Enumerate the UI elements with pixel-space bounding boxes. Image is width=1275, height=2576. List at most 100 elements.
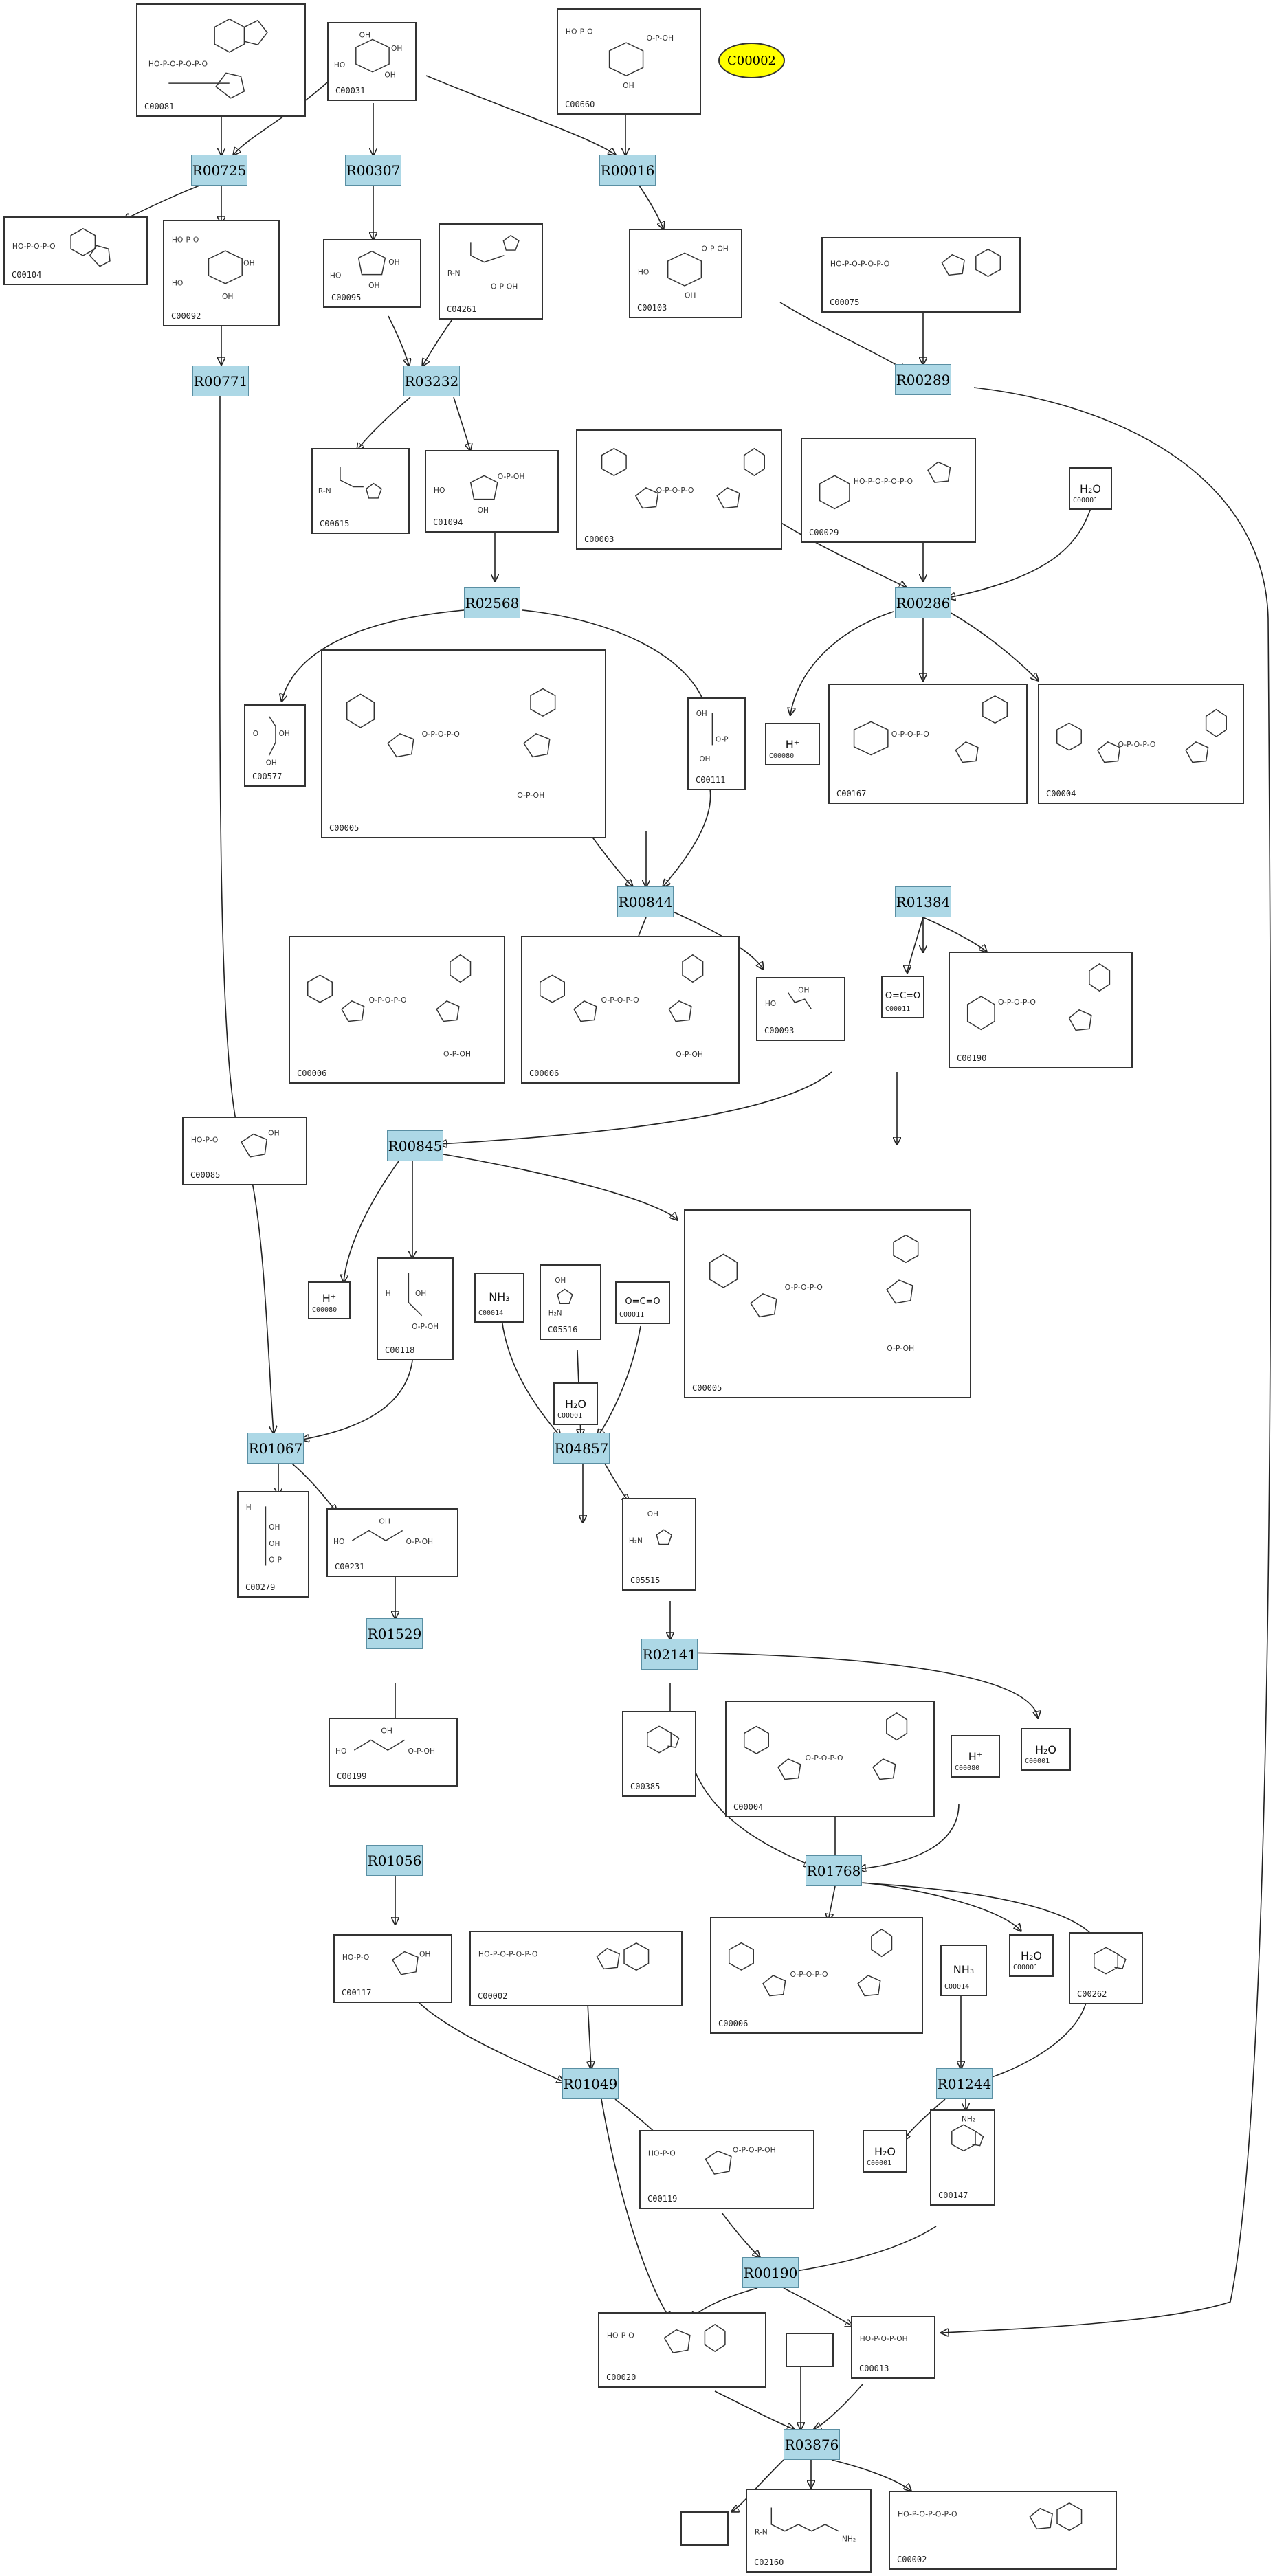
compound-box[interactable]: H₂O C00001 <box>1021 1728 1071 1771</box>
svg-text:O-P-OH: O-P-OH <box>676 1050 703 1059</box>
svg-text:H₂N: H₂N <box>629 1537 643 1545</box>
reaction-node[interactable]: R01244 <box>936 2068 993 2099</box>
svg-text:OH: OH <box>685 291 696 300</box>
compound-box[interactable]: HO-P-O-P-OH C00013 <box>851 2316 935 2379</box>
compound-box[interactable]: H⁺ C00080 <box>308 1281 351 1319</box>
compound-box[interactable]: HO-P-O-P-O-P-O C00081 <box>136 3 306 117</box>
reaction-node[interactable]: R00286 <box>895 587 951 618</box>
compound-box[interactable]: HO-P-O-P-O-P-O C00002 <box>889 2491 1117 2570</box>
compound-box[interactable]: H₂O C00001 <box>1009 1934 1054 1977</box>
compound-box[interactable]: HO-P-O-P-O-P-O C00075 <box>821 237 1021 313</box>
structure-icon <box>647 1725 680 1754</box>
reaction-label: R00844 <box>618 893 673 910</box>
compound-box[interactable]: C00262 <box>1069 1932 1143 2004</box>
compound-box[interactable]: O-P-O-P-O C00006 <box>710 1917 923 2034</box>
compound-box[interactable]: O-P-O-P-O C00003 <box>576 429 782 550</box>
reaction-node[interactable]: R01384 <box>895 886 951 917</box>
compound-id: C00001 <box>557 1412 583 1420</box>
svg-text:OH: OH <box>477 506 489 515</box>
compound-box[interactable]: H₂O C00001 <box>553 1382 598 1425</box>
structure-icon: O-P-O-P-OO-P-OH <box>539 954 704 1059</box>
compound-box[interactable]: HO-P-O-P-O-P-O C00002 <box>469 1931 683 2006</box>
compound-box[interactable]: H⁺ C00080 <box>765 723 820 765</box>
reaction-node[interactable]: R00845 <box>387 1130 443 1161</box>
reaction-node[interactable]: R00771 <box>192 366 249 396</box>
reaction-node[interactable]: R01529 <box>366 1618 423 1649</box>
compound-box[interactable]: O-P-O-P-O C00004 <box>725 1701 935 1817</box>
edge <box>828 1885 836 1920</box>
compound-box[interactable]: O=C=O C00011 <box>615 1281 670 1324</box>
reaction-node[interactable]: R01056 <box>366 1845 423 1876</box>
svg-text:HO-P-O: HO-P-O <box>607 2331 634 2340</box>
svg-text:HO-P-O: HO-P-O <box>648 2149 676 2158</box>
compound-id: C00031 <box>335 86 366 96</box>
reaction-label: R00771 <box>193 372 248 390</box>
compound-box[interactable]: H₂O C00001 <box>863 2130 907 2173</box>
compound-box[interactable]: O-P-O-P-O C00004 <box>1038 684 1244 804</box>
compound-box[interactable]: R-N C00615 <box>311 448 410 534</box>
reaction-node[interactable]: R00289 <box>895 364 951 395</box>
compound-box[interactable]: NH₃ C00014 <box>474 1273 524 1323</box>
compound-box[interactable] <box>786 2333 834 2367</box>
compound-box[interactable]: H⁺ C00080 <box>951 1735 1000 1778</box>
structure-icon: HO-P-O-P-O-P-O <box>819 461 951 510</box>
compound-box[interactable]: NH₃ C00014 <box>940 1945 987 1996</box>
reaction-node[interactable]: R04857 <box>553 1433 610 1464</box>
svg-text:HO-P-O-P-O-P-O: HO-P-O-P-O-P-O <box>148 60 208 69</box>
reaction-node[interactable]: R01768 <box>806 1855 862 1886</box>
compound-box[interactable]: HO-P-O C00020 <box>598 2312 766 2388</box>
reaction-node[interactable]: R03876 <box>784 2429 840 2460</box>
reaction-node[interactable]: R02141 <box>641 1639 698 1670</box>
highlight-compound[interactable]: C00002 <box>718 43 785 78</box>
compound-box[interactable]: O=C=O C00011 <box>881 976 924 1018</box>
compound-box[interactable]: HO-P-O-P-O C00104 <box>3 216 148 285</box>
reaction-node[interactable]: R01049 <box>562 2068 619 2099</box>
compound-id: C00001 <box>867 2160 892 2167</box>
reaction-node[interactable]: R01067 <box>247 1433 304 1464</box>
svg-text:H: H <box>386 1290 391 1298</box>
compound-id: C00615 <box>320 519 350 528</box>
compound-box[interactable]: O-P-O-P-O C00167 <box>828 684 1028 804</box>
compound-box[interactable]: O-P-O-P-O C00190 <box>949 952 1133 1068</box>
compound-box[interactable]: NH₂ C00147 <box>930 2109 995 2206</box>
reaction-node[interactable]: R00844 <box>617 886 674 917</box>
compound-box[interactable]: C00385 <box>622 1711 696 1797</box>
reaction-node[interactable]: R03232 <box>403 366 460 396</box>
reaction-node[interactable]: R00016 <box>599 155 656 186</box>
reaction-node[interactable]: R00190 <box>742 2257 799 2288</box>
reaction-node[interactable]: R00725 <box>191 155 247 186</box>
reaction-node[interactable]: R02568 <box>464 587 520 618</box>
compound-box[interactable]: H₂O C00001 <box>1069 467 1112 510</box>
compound-box[interactable] <box>680 2511 729 2546</box>
formula: H₂O <box>564 1398 587 1411</box>
edge <box>783 2287 852 2326</box>
reaction-node[interactable]: R00307 <box>345 155 401 186</box>
compound-box[interactable]: HO-P-O-P-O-P-O C00029 <box>801 438 976 543</box>
